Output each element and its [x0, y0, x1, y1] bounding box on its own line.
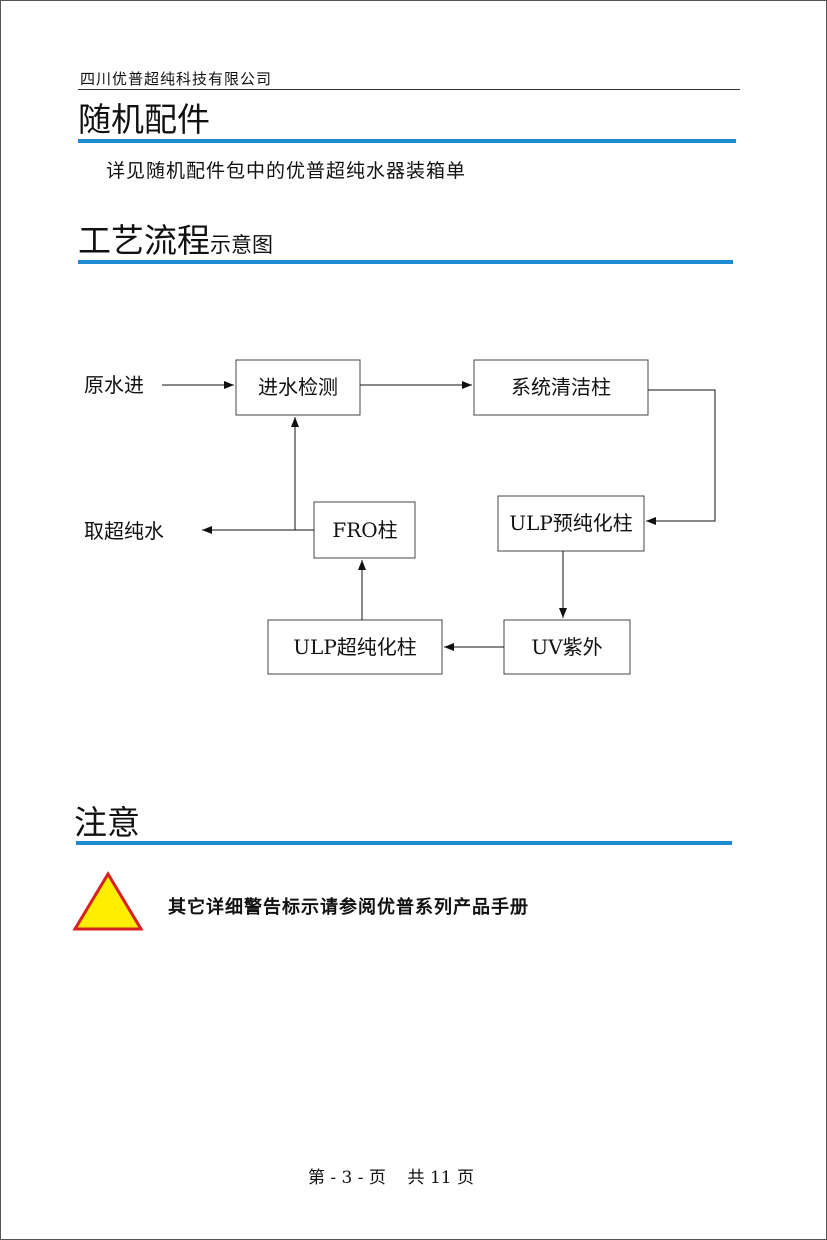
process-title-main: 工艺流程: [78, 221, 210, 260]
warning-triangle-icon: [72, 871, 144, 931]
node-system-clean-label: 系统清洁柱: [511, 375, 611, 399]
section-rule-notice: [76, 841, 732, 845]
label-outlet: 取超纯水: [84, 519, 164, 543]
label-inlet: 原水进: [84, 373, 144, 397]
page-footer: 第 - 3 - 页 共 11 页: [308, 1168, 474, 1188]
node-ulp-ultra-label: ULP超纯化柱: [293, 635, 417, 659]
node-inlet-check-label: 进水检测: [258, 375, 338, 399]
section-title-notice: 注意: [74, 803, 140, 842]
node-system-clean-box: [473, 359, 649, 416]
node-fro-box: [313, 501, 416, 559]
node-ulp-pre-box: [497, 495, 645, 552]
process-title-small: 示意图: [210, 233, 273, 257]
accessories-text: 详见随机配件包中的优普超纯水器装箱单: [106, 160, 467, 182]
notice-text: 其它详细警告标示请参阅优普系列产品手册: [168, 897, 529, 918]
node-ulp-ultra-box: [267, 619, 443, 675]
header-divider: [78, 89, 740, 90]
node-uv-label: UV紫外: [531, 635, 602, 659]
node-fro-label: FRO柱: [332, 518, 397, 542]
section-title-process: 工艺流程示意图: [78, 221, 273, 265]
section-rule-process: [78, 260, 733, 264]
section-title-accessories: 随机配件: [78, 100, 210, 139]
node-uv-box: [503, 619, 631, 675]
node-ulp-pre-label: ULP预纯化柱: [509, 511, 633, 535]
section-rule-accessories: [78, 139, 736, 143]
company-name: 四川优普超纯科技有限公司: [80, 70, 273, 88]
node-inlet-check-box: [235, 359, 361, 416]
arrow-clean-to-ulp-pre: [646, 389, 716, 525]
